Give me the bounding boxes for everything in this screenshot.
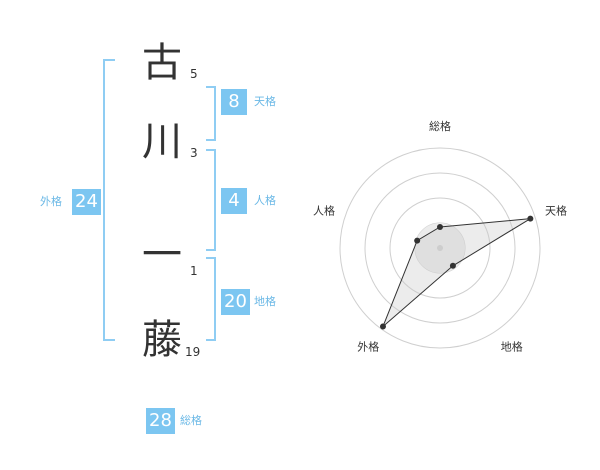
radar-axis-label: 地格	[501, 340, 523, 354]
gaikaku-bracket	[103, 59, 115, 341]
radar-point	[437, 224, 443, 230]
radar-series-area	[382, 218, 531, 327]
radar-ring	[339, 147, 541, 349]
radar-axis-label: 天格	[545, 203, 567, 217]
tenkaku-bracket	[206, 86, 216, 141]
jinkaku-label: 人格	[254, 194, 276, 207]
radar-point	[414, 237, 421, 244]
chikaku-bracket	[206, 257, 216, 341]
soukaku-label: 総格	[180, 414, 202, 427]
radar-point	[449, 262, 456, 269]
jinkaku-bracket	[206, 149, 216, 251]
tenkaku-value: 8	[221, 89, 247, 115]
radar-axis-label: 人格	[313, 203, 335, 217]
chikaku-label: 地格	[254, 295, 276, 308]
radar-ring	[389, 197, 491, 299]
gaikaku-value: 24	[72, 189, 101, 215]
stroke-count-2: 3	[190, 146, 198, 160]
soukaku-value: 28	[146, 408, 175, 434]
radar-axis-label: 総格	[429, 119, 451, 133]
radar-axis-label: 外格	[357, 340, 379, 354]
name-char-1: 古	[142, 40, 182, 86]
stroke-count-1: 5	[190, 67, 198, 81]
radar-center-dot	[437, 245, 443, 251]
name-char-3: 一	[142, 232, 182, 278]
stroke-count-3: 1	[190, 264, 198, 278]
radar-point	[379, 323, 386, 330]
jinkaku-value: 4	[221, 188, 247, 214]
stroke-count-4: 19	[185, 345, 201, 359]
name-char-2: 川	[142, 119, 182, 165]
tenkaku-label: 天格	[254, 95, 276, 108]
chikaku-value: 20	[221, 289, 250, 315]
gaikaku-label: 外格	[40, 195, 62, 208]
radar-ring	[364, 172, 516, 324]
radar-point	[527, 215, 534, 222]
name-char-4: 藤	[142, 317, 182, 363]
